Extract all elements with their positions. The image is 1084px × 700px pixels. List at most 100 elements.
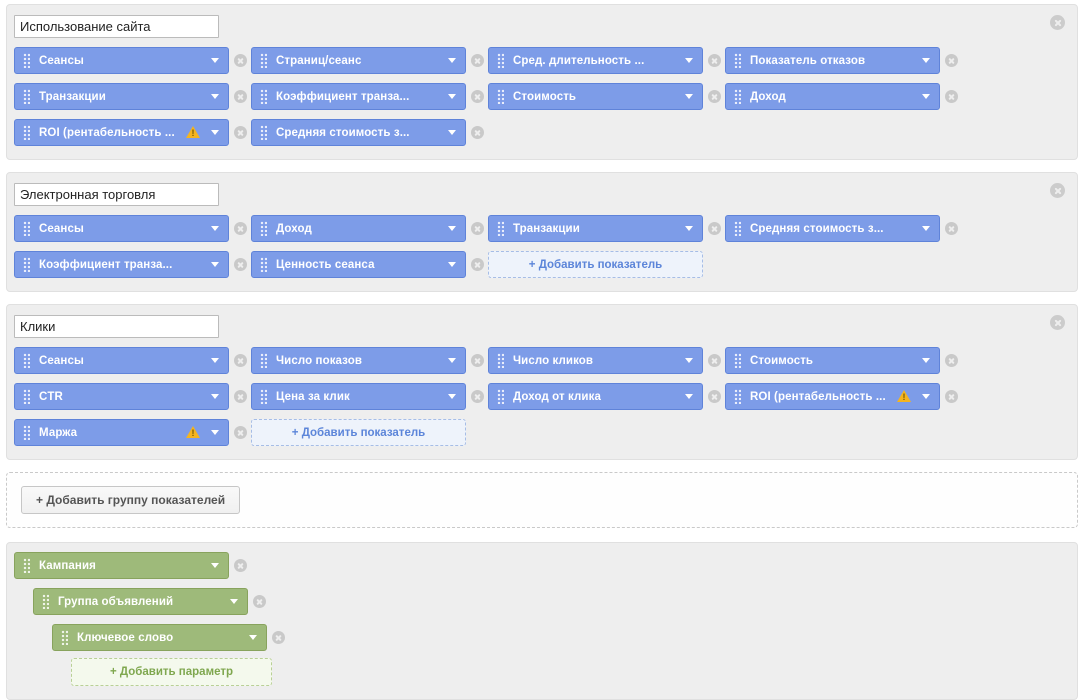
chevron-down-icon[interactable] [448, 262, 456, 267]
metric-chip[interactable]: Маржа [14, 419, 229, 446]
remove-icon[interactable] [471, 90, 484, 103]
drag-handle-icon[interactable] [23, 389, 30, 404]
chevron-down-icon[interactable] [211, 430, 219, 435]
remove-icon[interactable] [471, 390, 484, 403]
chevron-down-icon[interactable] [685, 394, 693, 399]
drag-handle-icon[interactable] [260, 353, 267, 368]
chevron-down-icon[interactable] [685, 94, 693, 99]
add-metric-group-button[interactable]: + Добавить группу показателей [21, 486, 241, 514]
drag-handle-icon[interactable] [497, 89, 504, 104]
metric-chip[interactable]: Средняя стоимость з... [251, 119, 466, 146]
remove-icon[interactable] [708, 54, 721, 67]
remove-icon[interactable] [471, 258, 484, 271]
remove-icon[interactable] [708, 354, 721, 367]
remove-icon[interactable] [234, 426, 247, 439]
chevron-down-icon[interactable] [211, 262, 219, 267]
drag-handle-icon[interactable] [734, 53, 741, 68]
drag-handle-icon[interactable] [23, 125, 30, 140]
remove-icon[interactable] [945, 390, 958, 403]
metric-chip[interactable]: CTR [14, 383, 229, 410]
chevron-down-icon[interactable] [211, 358, 219, 363]
chevron-down-icon[interactable] [230, 599, 238, 604]
drag-handle-icon[interactable] [23, 53, 30, 68]
chevron-down-icon[interactable] [211, 394, 219, 399]
chevron-down-icon[interactable] [211, 58, 219, 63]
dimension-chip[interactable]: Группа объявлений [33, 588, 248, 615]
chevron-down-icon[interactable] [922, 226, 930, 231]
drag-handle-icon[interactable] [23, 353, 30, 368]
remove-icon[interactable] [945, 54, 958, 67]
metric-chip[interactable]: Число кликов [488, 347, 703, 374]
drag-handle-icon[interactable] [260, 221, 267, 236]
remove-icon[interactable] [234, 258, 247, 271]
drag-handle-icon[interactable] [497, 389, 504, 404]
chevron-down-icon[interactable] [448, 94, 456, 99]
close-icon[interactable] [1050, 15, 1065, 30]
drag-handle-icon[interactable] [23, 221, 30, 236]
drag-handle-icon[interactable] [260, 89, 267, 104]
chevron-down-icon[interactable] [211, 563, 219, 568]
drag-handle-icon[interactable] [23, 89, 30, 104]
remove-icon[interactable] [234, 559, 247, 572]
chevron-down-icon[interactable] [448, 394, 456, 399]
drag-handle-icon[interactable] [61, 630, 68, 645]
metric-chip[interactable]: Сеансы [14, 347, 229, 374]
metric-chip[interactable]: Коэффициент транза... [251, 83, 466, 110]
drag-handle-icon[interactable] [23, 425, 30, 440]
drag-handle-icon[interactable] [23, 558, 30, 573]
remove-icon[interactable] [945, 222, 958, 235]
metric-chip[interactable]: Ценность сеанса [251, 251, 466, 278]
metric-chip[interactable]: Сеансы [14, 215, 229, 242]
drag-handle-icon[interactable] [260, 389, 267, 404]
chevron-down-icon[interactable] [448, 358, 456, 363]
add-metric-button[interactable]: + Добавить показатель [251, 419, 466, 446]
close-icon[interactable] [1050, 315, 1065, 330]
metric-chip[interactable]: ROI (рентабельность ... [14, 119, 229, 146]
group-name-input[interactable] [14, 183, 219, 206]
drag-handle-icon[interactable] [42, 594, 49, 609]
drag-handle-icon[interactable] [734, 389, 741, 404]
chevron-down-icon[interactable] [448, 130, 456, 135]
drag-handle-icon[interactable] [260, 125, 267, 140]
remove-icon[interactable] [945, 90, 958, 103]
remove-icon[interactable] [253, 595, 266, 608]
chevron-down-icon[interactable] [922, 58, 930, 63]
dimension-chip[interactable]: Ключевое слово [52, 624, 267, 651]
metric-chip[interactable]: Транзакции [488, 215, 703, 242]
remove-icon[interactable] [234, 222, 247, 235]
drag-handle-icon[interactable] [260, 53, 267, 68]
drag-handle-icon[interactable] [734, 89, 741, 104]
metric-chip[interactable]: Транзакции [14, 83, 229, 110]
drag-handle-icon[interactable] [734, 353, 741, 368]
group-name-input[interactable] [14, 315, 219, 338]
chevron-down-icon[interactable] [211, 94, 219, 99]
metric-chip[interactable]: Стоимость [725, 347, 940, 374]
metric-chip[interactable]: Показатель отказов [725, 47, 940, 74]
metric-chip[interactable]: Число показов [251, 347, 466, 374]
remove-icon[interactable] [234, 390, 247, 403]
metric-chip[interactable]: Доход [725, 83, 940, 110]
remove-icon[interactable] [234, 90, 247, 103]
remove-icon[interactable] [708, 222, 721, 235]
remove-icon[interactable] [234, 54, 247, 67]
drag-handle-icon[interactable] [23, 257, 30, 272]
remove-icon[interactable] [234, 126, 247, 139]
remove-icon[interactable] [272, 631, 285, 644]
metric-chip[interactable]: Сеансы [14, 47, 229, 74]
drag-handle-icon[interactable] [497, 221, 504, 236]
chevron-down-icon[interactable] [922, 394, 930, 399]
metric-chip[interactable]: Цена за клик [251, 383, 466, 410]
remove-icon[interactable] [471, 222, 484, 235]
metric-chip[interactable]: Стоимость [488, 83, 703, 110]
remove-icon[interactable] [945, 354, 958, 367]
metric-chip[interactable]: Коэффициент транза... [14, 251, 229, 278]
metric-chip[interactable]: ROI (рентабельность ... [725, 383, 940, 410]
dimension-chip[interactable]: Кампания [14, 552, 229, 579]
chevron-down-icon[interactable] [922, 94, 930, 99]
drag-handle-icon[interactable] [734, 221, 741, 236]
metric-chip[interactable]: Средняя стоимость з... [725, 215, 940, 242]
metric-chip[interactable]: Доход [251, 215, 466, 242]
metric-chip[interactable]: Страниц/сеанс [251, 47, 466, 74]
drag-handle-icon[interactable] [260, 257, 267, 272]
metric-chip[interactable]: Доход от клика [488, 383, 703, 410]
